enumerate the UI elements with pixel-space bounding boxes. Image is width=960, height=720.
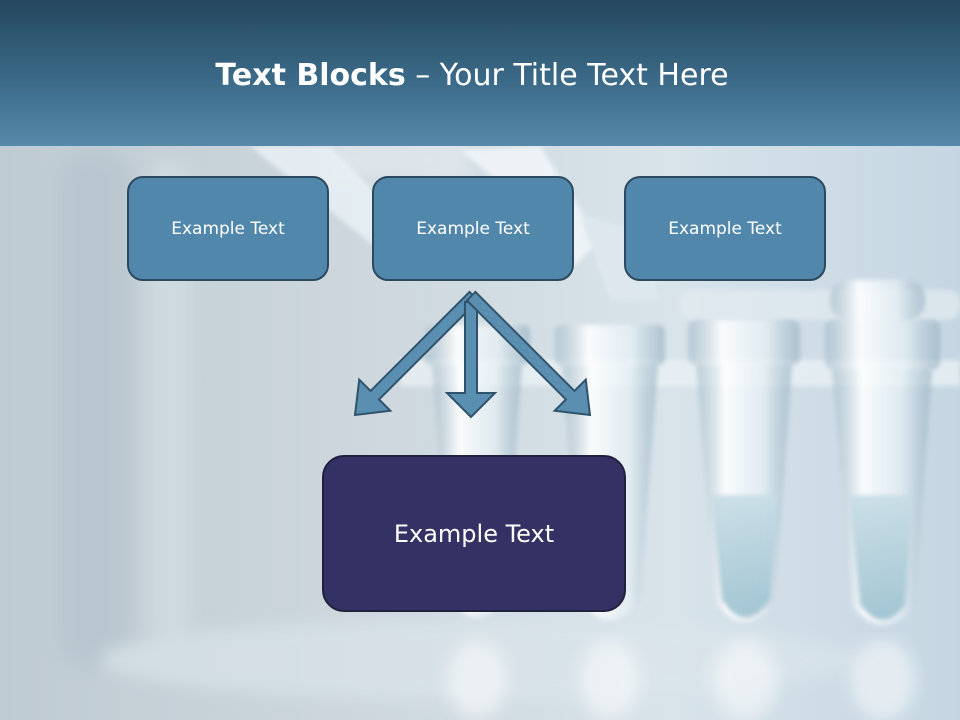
slide-title: Text Blocks – Your Title Text Here — [0, 52, 944, 100]
title-bar — [0, 0, 960, 146]
main-text-box: Example Text — [322, 455, 626, 612]
text-box-2-label: Example Text — [416, 218, 530, 239]
text-box-3-label: Example Text — [668, 218, 782, 239]
text-box-3: Example Text — [624, 176, 826, 281]
text-box-2: Example Text — [372, 176, 574, 281]
title-bold-part: Text Blocks — [215, 58, 406, 93]
text-box-1: Example Text — [127, 176, 329, 281]
title-rest-part: – Your Title Text Here — [405, 58, 729, 93]
text-box-1-label: Example Text — [171, 218, 285, 239]
main-text-box-label: Example Text — [393, 519, 555, 548]
